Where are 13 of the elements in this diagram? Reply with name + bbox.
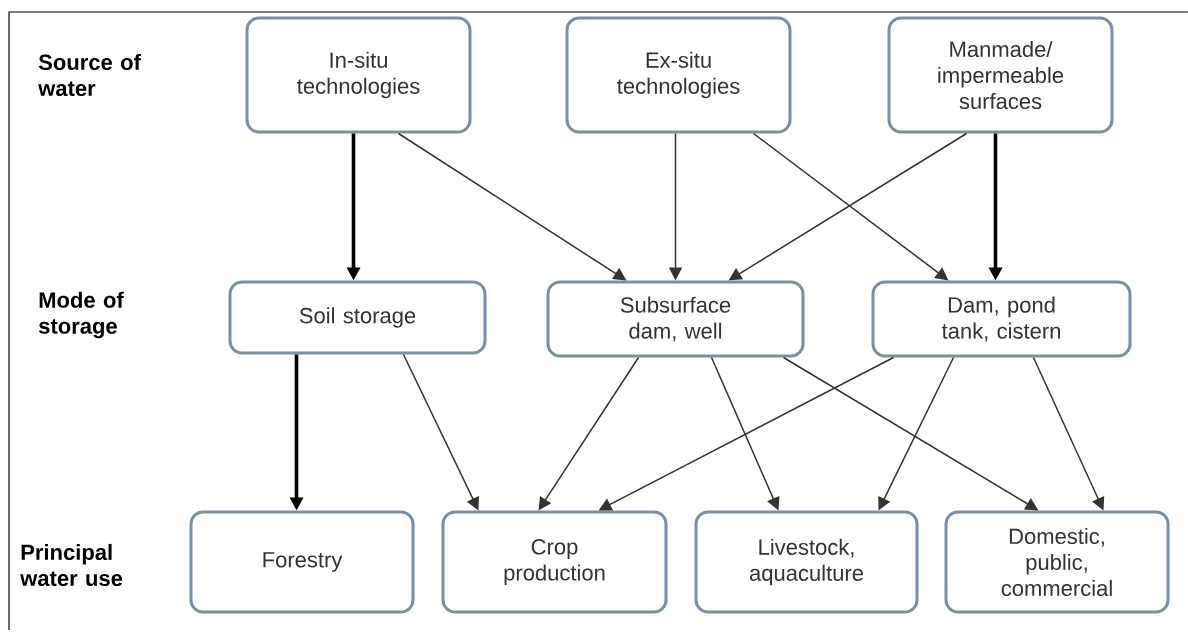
row-label: Principal water use bbox=[20, 543, 123, 587]
box: Soil storage bbox=[228, 280, 487, 355]
row-label: Source of water bbox=[38, 53, 141, 97]
box: In-situ technologies bbox=[245, 16, 472, 134]
box: Crop production bbox=[441, 510, 668, 614]
box: Subsurface dam, well bbox=[546, 280, 805, 358]
box: Manmade/ impermeable surfaces bbox=[887, 16, 1114, 134]
box: Livestock, aquaculture bbox=[694, 510, 919, 614]
box: Ex-situ technologies bbox=[565, 16, 792, 134]
box: Forestry bbox=[189, 510, 415, 614]
row-label: Mode of storage bbox=[38, 291, 124, 339]
box: Dam, pond tank, cistern bbox=[871, 280, 1132, 358]
box: Domestic, public, commercial bbox=[944, 510, 1170, 614]
